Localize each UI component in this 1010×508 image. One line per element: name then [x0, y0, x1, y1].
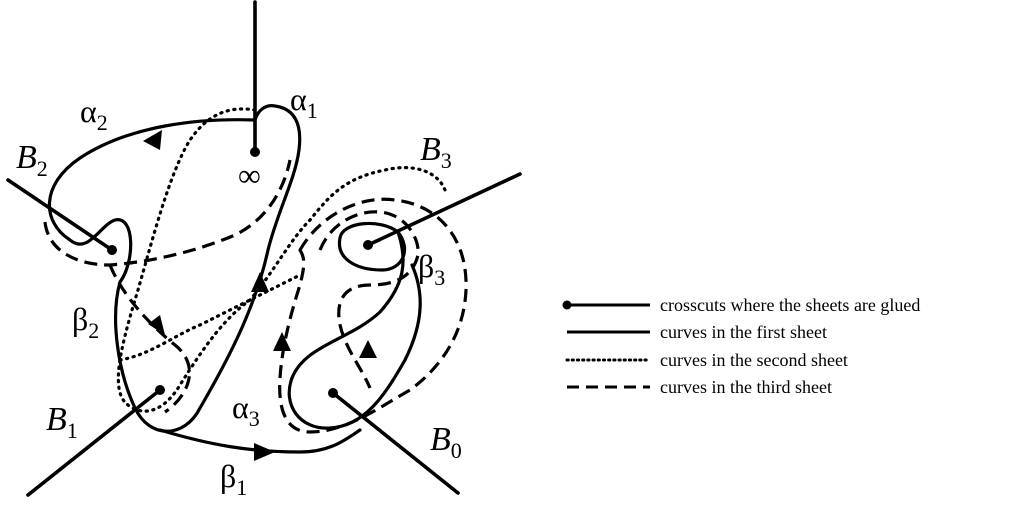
crosscut-b3	[366, 172, 522, 247]
arrow-beta1	[254, 443, 275, 461]
legend-third-sheet-label: curves in the third sheet	[660, 377, 832, 397]
arrow-alpha2	[143, 130, 162, 150]
legend-item-second-sheet: curves in the second sheet	[565, 350, 848, 370]
label-alpha2: α2	[80, 93, 108, 135]
crosscut-b0	[331, 391, 460, 495]
curve-beta2-dashed	[43, 159, 292, 267]
node-infinity	[250, 147, 260, 157]
arrow-alpha3-inner	[359, 340, 377, 358]
curve-alpha1-dotted	[116, 107, 447, 413]
arrowheads	[143, 130, 377, 461]
arrow-alpha3-up	[273, 332, 291, 351]
legend-item-first-sheet: curves in the first sheet	[567, 322, 827, 342]
crosscut-b1	[26, 388, 162, 497]
label-beta3: β3	[418, 248, 445, 290]
curve-alpha3-solid	[287, 230, 422, 430]
node-b0	[328, 388, 338, 398]
curve-beta2-descent	[108, 264, 192, 414]
label-beta2: β2	[72, 301, 99, 343]
labels: ∞ α1 α2 α3 β1 β2 β3 B0 B1 B2 B3	[16, 81, 462, 500]
branch-points	[107, 147, 373, 398]
label-b1: B1	[46, 401, 78, 443]
curve-alpha3-dashed-outer	[278, 197, 468, 434]
curve-alpha2	[47, 104, 302, 433]
label-b3: B3	[420, 131, 452, 173]
legend-first-sheet-label: curves in the first sheet	[660, 322, 827, 342]
legend-second-sheet-label: curves in the second sheet	[660, 350, 848, 370]
arrow-beta2	[148, 315, 165, 335]
second-sheet-curves	[116, 107, 447, 413]
crosscut-b2	[6, 178, 114, 252]
label-b0: B0	[430, 421, 462, 463]
legend-item-crosscuts: crosscuts where the sheets are glued	[562, 295, 920, 315]
legend-crosscuts-label: crosscuts where the sheets are glued	[660, 295, 920, 315]
label-beta1: β1	[220, 458, 247, 500]
third-sheet-curves	[43, 159, 468, 434]
legend-item-third-sheet: curves in the third sheet	[567, 377, 832, 397]
label-alpha3: α3	[232, 389, 260, 431]
label-alpha1: α1	[290, 81, 318, 123]
node-b3	[363, 240, 373, 250]
node-b1	[155, 385, 165, 395]
curve-beta1	[158, 428, 362, 454]
legend: crosscuts where the sheets are glued cur…	[562, 295, 920, 397]
label-infinity: ∞	[238, 157, 261, 193]
curve-alpha3-dashed-inner	[318, 210, 420, 389]
arrow-alpha1-up	[251, 272, 269, 292]
first-sheet-curves	[47, 104, 422, 454]
node-b2	[107, 245, 117, 255]
label-b2: B2	[16, 139, 48, 181]
curve-alpha1-dotted-closing	[118, 273, 302, 362]
